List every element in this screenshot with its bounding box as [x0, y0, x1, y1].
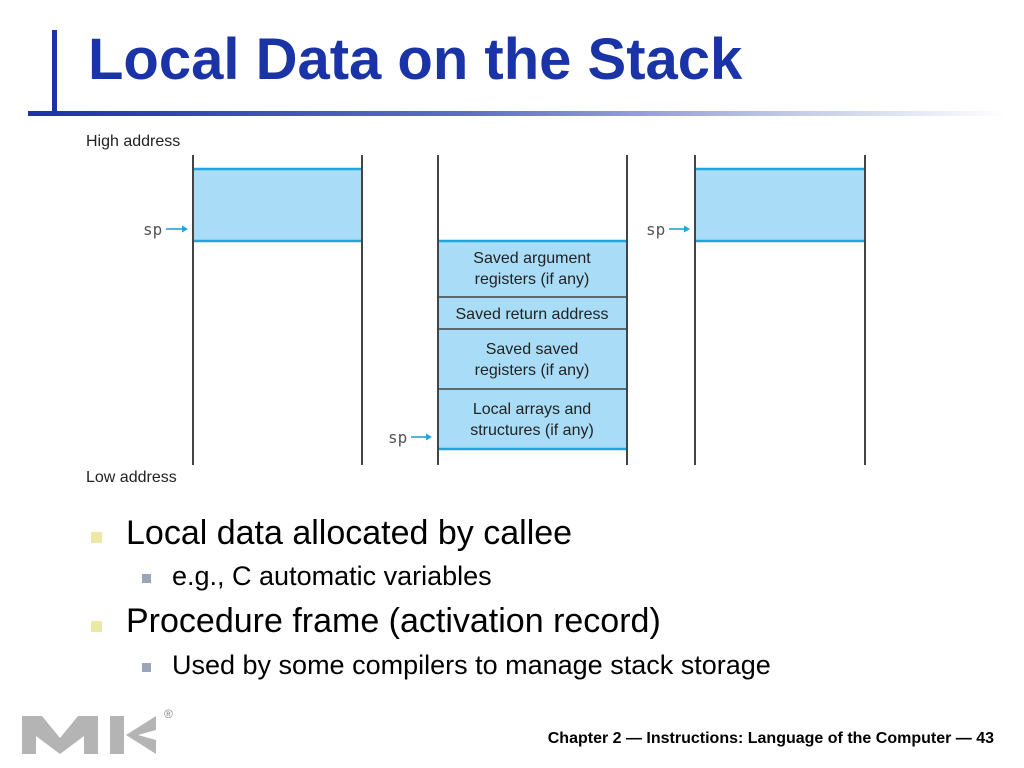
bullet-marker [91, 621, 102, 632]
title-accent-bar [52, 30, 57, 112]
cell-saved-saved-registers: Saved saved registers (if any) [475, 341, 590, 379]
cell-line: Local arrays and [473, 401, 591, 418]
mk-logo: ® [22, 707, 173, 754]
sub-bullet-item: Used by some compilers to manage stack s… [172, 650, 771, 680]
cell-line: Saved saved [486, 341, 579, 358]
cell-line: registers (if any) [475, 271, 590, 288]
caller-frame [696, 169, 864, 241]
low-address-label: Low address [86, 469, 177, 486]
cell-line: Saved argument [473, 250, 591, 267]
stack-diagram: High address Low address sp Saved argume… [86, 133, 866, 486]
sp-label: sp [388, 428, 407, 447]
cell-line: structures (if any) [470, 422, 594, 439]
cell-local-arrays-structures: Local arrays and structures (if any) [470, 401, 594, 439]
cell-saved-argument-registers: Saved argument registers (if any) [473, 250, 591, 288]
registered-mark: ® [164, 707, 173, 721]
sp-arrow-icon [411, 433, 432, 441]
sub-bullet-item: e.g., C automatic variables [172, 561, 492, 591]
procedure-frame [439, 241, 626, 449]
sub-bullet-marker [142, 574, 151, 583]
caller-frame [194, 169, 361, 241]
cell-line: Saved return address [456, 306, 609, 323]
sub-bullet-marker [142, 663, 151, 672]
bullet-item: Procedure frame (activation record) [126, 602, 661, 640]
cell-line: registers (if any) [475, 362, 590, 379]
bullet-marker [91, 532, 102, 543]
sp-label: sp [143, 220, 162, 239]
stack-before-call: sp [143, 155, 363, 465]
cell-saved-return-address: Saved return address [456, 306, 609, 323]
bullet-item: Local data allocated by callee [126, 514, 573, 552]
stack-during-call: Saved argument registers (if any) Saved … [388, 155, 628, 465]
sp-arrow-icon [166, 225, 188, 233]
high-address-label: High address [86, 133, 180, 150]
slide-title: Local Data on the Stack [88, 27, 743, 92]
stack-after-call: sp [646, 155, 866, 465]
sp-label: sp [646, 220, 665, 239]
slide-footer: Chapter 2 — Instructions: Language of th… [547, 730, 994, 747]
sp-arrow-icon [669, 225, 690, 233]
title-underline [28, 111, 1008, 116]
